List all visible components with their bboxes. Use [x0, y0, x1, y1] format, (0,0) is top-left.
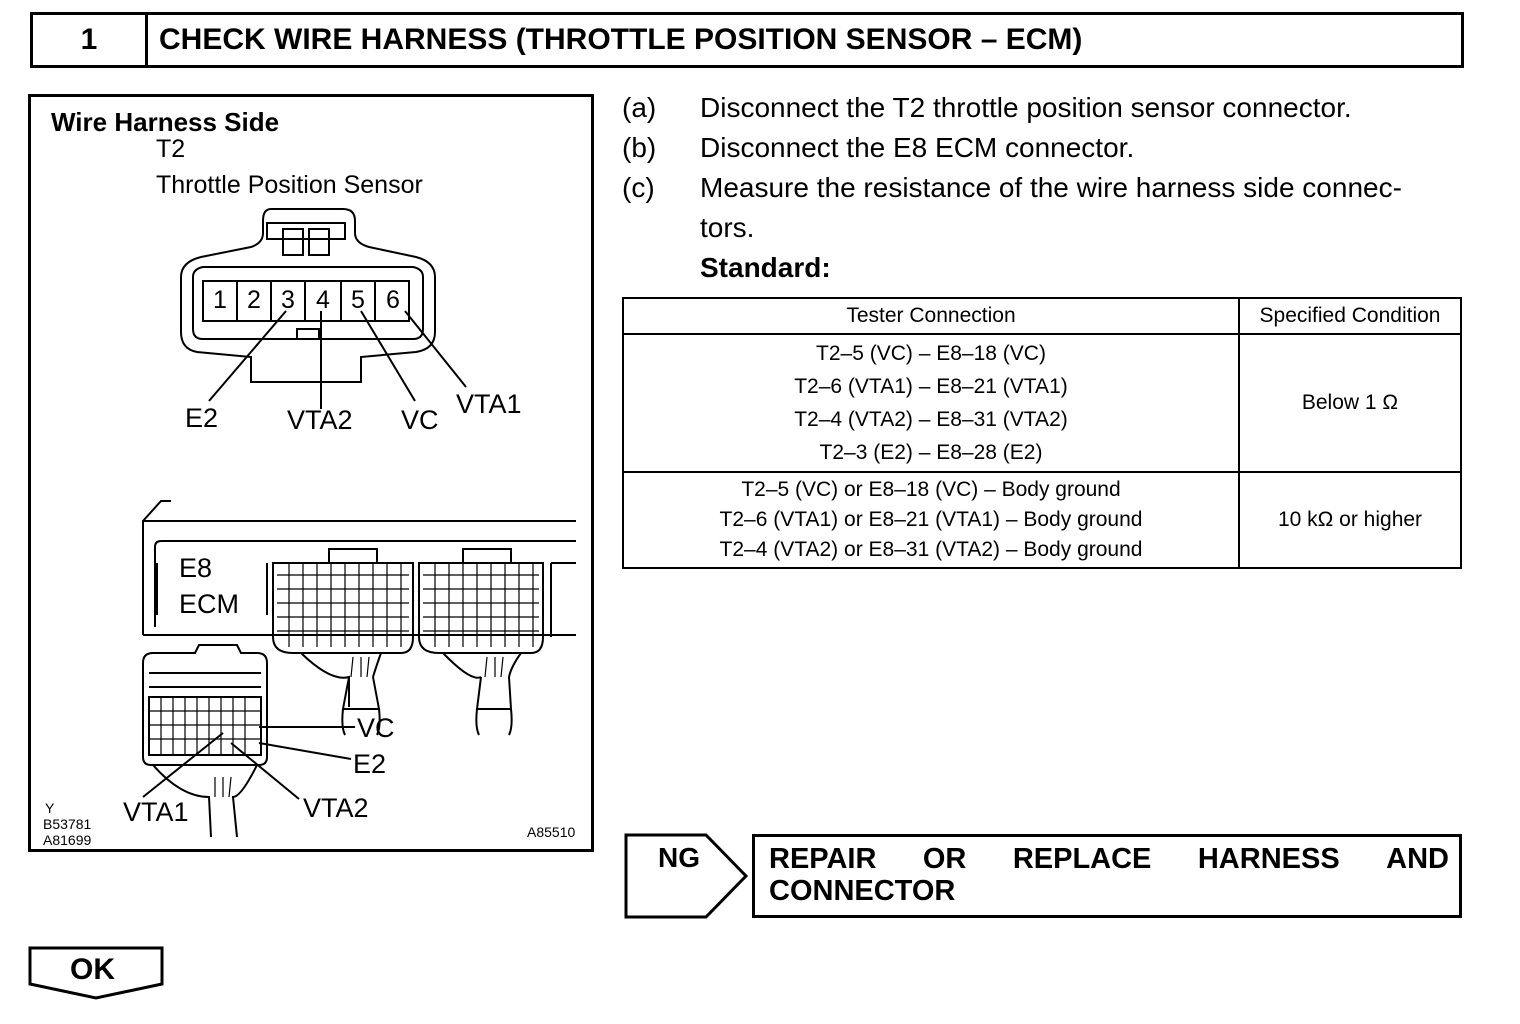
connection-line: T2–5 (VC) or E8–18 (VC) – Body ground	[741, 478, 1121, 501]
figure-code: B53781	[43, 816, 92, 832]
ng-result-line1: REPAIR OR REPLACE HARNESS AND	[769, 843, 1449, 876]
ng-result-line2: CONNECTOR	[769, 875, 956, 907]
ok-label: OK	[70, 953, 115, 986]
e8-connector	[142, 644, 268, 838]
step-b-text: Disconnect the E8 ECM connector.	[700, 132, 1135, 163]
step-a-letter: (a)	[622, 92, 657, 123]
step-b-letter: (b)	[622, 132, 657, 163]
figure-code: A81699	[43, 832, 92, 848]
pin-label: 6	[386, 286, 400, 314]
table-cell-connections: T2–5 (VC) or E8–18 (VC) – Body ground T2…	[622, 471, 1240, 569]
table-row: T2–5 (VC) or E8–18 (VC) – Body ground T2…	[622, 471, 1462, 569]
figure-heading: Wire Harness Side	[51, 107, 280, 137]
step-c-text: Measure the resistance of the wire harne…	[700, 172, 1402, 203]
table-header-row: Tester Connection Specified Condition	[622, 297, 1462, 335]
ecm-connector-id: E8	[179, 553, 213, 583]
ng-label: NG	[658, 842, 700, 873]
table-cell-condition: Below 1 Ω	[1238, 333, 1462, 473]
connection-line: T2–3 (E2) – E8–28 (E2)	[819, 441, 1043, 464]
step-header: 1 CHECK WIRE HARNESS (THROTTLE POSITION …	[30, 12, 1464, 68]
e8-vta2-label: VTA2	[303, 793, 369, 823]
ng-word: OR	[922, 843, 967, 875]
ng-word: HARNESS	[1197, 843, 1340, 875]
t2-vta2-label: VTA2	[287, 405, 353, 435]
ng-word: REPAIR	[769, 843, 877, 875]
standard-table: Tester Connection Specified Condition T2…	[622, 297, 1462, 569]
t2-connector-name: Throttle Position Sensor	[156, 171, 423, 199]
ng-result-box: REPAIR OR REPLACE HARNESS AND CONNECTOR	[752, 834, 1462, 918]
pin-label: 2	[247, 286, 261, 314]
step-title: CHECK WIRE HARNESS (THROTTLE POSITION SE…	[159, 23, 1083, 56]
t2-vc-label: VC	[401, 405, 439, 435]
connection-line: T2–4 (VTA2) – E8–31 (VTA2)	[794, 408, 1068, 431]
table-header: Specified Condition	[1238, 297, 1462, 335]
ng-arrow-box	[624, 833, 749, 919]
table-row: T2–5 (VC) – E8–18 (VC) T2–6 (VTA1) – E8–…	[622, 333, 1462, 473]
ng-word: REPLACE	[1012, 843, 1152, 875]
e8-e2-label: E2	[353, 749, 387, 779]
standard-label: Standard:	[700, 252, 831, 283]
connector-illustration	[142, 208, 576, 838]
t2-connector-housing	[180, 208, 436, 383]
step-a-text: Disconnect the T2 throttle position sens…	[700, 92, 1352, 123]
figure-code: A85510	[527, 824, 576, 840]
t2-vta1-label: VTA1	[456, 389, 522, 419]
ecm-name: ECM	[179, 589, 239, 619]
t2-e2-label: E2	[185, 403, 219, 433]
ok-arrow-box	[28, 946, 164, 1000]
connection-line: T2–4 (VTA2) or E8–31 (VTA2) – Body groun…	[719, 538, 1143, 561]
wiring-figure: Wire Harness Side T2 Throttle Position S…	[28, 94, 594, 852]
ecm-connector-left	[272, 548, 414, 654]
pin-label: 5	[351, 286, 365, 314]
e8-vta1-label: VTA1	[123, 797, 189, 827]
t2-connector-id: T2	[156, 135, 186, 163]
connection-line: T2–6 (VTA1) or E8–21 (VTA1) – Body groun…	[719, 508, 1143, 531]
connection-line: T2–6 (VTA1) – E8–21 (VTA1)	[794, 375, 1068, 398]
pin-label: 1	[213, 286, 227, 314]
table-cell-condition: 10 kΩ or higher	[1238, 471, 1462, 569]
figure-code-y: Y	[45, 800, 55, 816]
step-number: 1	[33, 15, 148, 65]
pin-label: 3	[281, 286, 295, 314]
table-cell-connections: T2–5 (VC) – E8–18 (VC) T2–6 (VTA1) – E8–…	[622, 333, 1240, 473]
step-c-letter: (c)	[622, 172, 655, 203]
e8-vc-label: VC	[357, 713, 395, 743]
ecm-connector-right	[418, 548, 544, 654]
step-c-text-continued: tors.	[700, 212, 755, 243]
pin-label: 4	[316, 286, 330, 314]
connection-line: T2–5 (VC) – E8–18 (VC)	[816, 342, 1046, 365]
ecm-body	[142, 500, 171, 635]
ng-word: AND	[1386, 843, 1449, 875]
table-header: Tester Connection	[622, 297, 1240, 335]
